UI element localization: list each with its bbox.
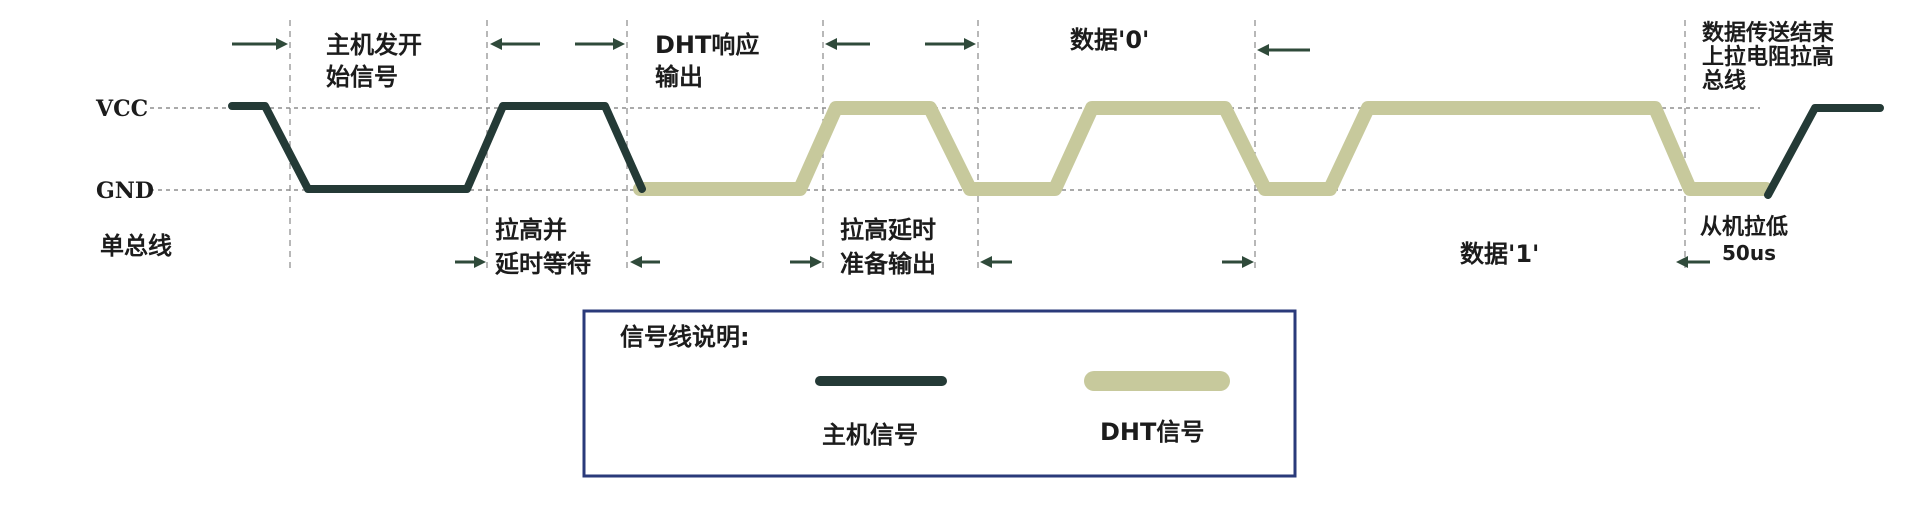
- slave-time-label: 50us: [1722, 241, 1776, 265]
- host-start-label-1: 主机发开: [326, 31, 422, 59]
- data1-label: 数据'1': [1460, 240, 1539, 268]
- bottom-arrows: [455, 256, 1710, 268]
- pull-wait-label-1: 拉高并: [495, 216, 567, 244]
- bus-pullup-waveform: [1764, 104, 1884, 199]
- end-label-2: 上拉电阻拉高: [1702, 44, 1834, 70]
- legend-frame: [582, 309, 1297, 478]
- end-label-3: 总线: [1702, 68, 1746, 94]
- legend-dht-label: DHT信号: [1100, 418, 1204, 446]
- pull-prep-label-1: 拉高延时: [840, 216, 936, 244]
- gnd-label: GND: [96, 178, 154, 204]
- end-label-1: 数据传送结束: [1702, 20, 1835, 46]
- pull-prep-label-2: 准备输出: [840, 250, 936, 278]
- slave-low-label: 从机拉低: [1700, 214, 1788, 240]
- dht-response-label-1: DHT响应: [655, 31, 759, 59]
- dht-signal-waveform: [633, 101, 1773, 196]
- legend-title: 信号线说明:: [620, 323, 750, 351]
- top-arrows: [232, 38, 1310, 56]
- host-signal-waveform: [228, 102, 646, 193]
- pull-wait-label-2: 延时等待: [494, 250, 591, 278]
- dht-response-label-2: 输出: [655, 63, 703, 91]
- host-start-label-2: 始信号: [326, 63, 398, 91]
- bus-label: 单总线: [100, 232, 172, 260]
- legend: 信号线说明: 主机信号 DHT信号: [582, 309, 1297, 478]
- vcc-label: VCC: [95, 96, 148, 122]
- legend-host-label: 主机信号: [822, 421, 918, 449]
- data0-label: 数据'0': [1070, 26, 1149, 54]
